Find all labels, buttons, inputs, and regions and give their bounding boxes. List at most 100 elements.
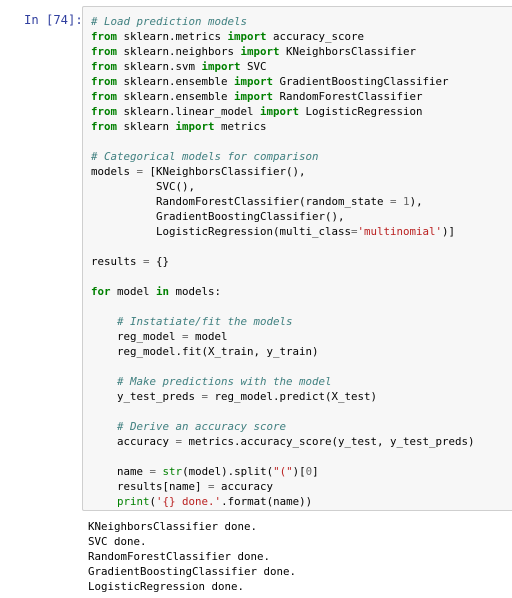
code-token xyxy=(91,315,117,328)
code-line: print('{} done.'.format(name)) xyxy=(91,494,475,509)
code-line: # Categorical models for comparison xyxy=(91,149,475,164)
code-token: # Make predictions with the model xyxy=(117,375,332,388)
code-token: [KNeighborsClassifier(), xyxy=(143,165,306,178)
code-token: str xyxy=(162,465,183,478)
code-token: = xyxy=(208,480,215,493)
code-token: import xyxy=(175,120,215,133)
code-token: RandomForestClassifier xyxy=(273,90,423,103)
code-line: for model in models: xyxy=(91,284,475,299)
code-token: sklearn.ensemble xyxy=(117,75,235,88)
code-token: RandomForestClassifier(random_state xyxy=(91,195,391,208)
code-token: accuracy xyxy=(214,480,274,493)
code-token: ( xyxy=(149,495,157,508)
code-token: for xyxy=(91,285,111,298)
code-line: name = str(model).split("(")[0] xyxy=(91,464,475,479)
code-token: ] xyxy=(312,465,319,478)
code-token: y_test_preds xyxy=(91,390,202,403)
code-token: SVC xyxy=(240,60,267,73)
code-token: = xyxy=(182,330,189,343)
code-token: metrics.accuracy_score(y_test, y_test_pr… xyxy=(182,435,475,448)
code-token: model xyxy=(188,330,228,343)
code-line: from sklearn.neighbors import KNeighbors… xyxy=(91,44,475,59)
code-token: .format(name)) xyxy=(221,495,313,508)
code-token: accuracy_score xyxy=(266,30,365,43)
code-token: "(" xyxy=(273,465,293,478)
code-token: sklearn.svm xyxy=(117,60,202,73)
code-token: results xyxy=(91,255,144,268)
code-token: from xyxy=(91,105,118,118)
code-token: from xyxy=(91,90,118,103)
code-token: = xyxy=(201,390,209,403)
code-token: accuracy xyxy=(91,435,176,448)
code-token: GradientBoostingClassifier(), xyxy=(91,210,345,223)
code-line xyxy=(91,404,475,419)
code-token: ), xyxy=(409,195,423,208)
code-token: 1 xyxy=(403,195,410,208)
code-token: in xyxy=(156,285,170,298)
code-token: name xyxy=(91,465,150,478)
code-token: # Derive an accuracy score xyxy=(117,420,287,433)
output-line: RandomForestClassifier done. xyxy=(88,550,271,563)
code-token: model xyxy=(110,285,157,298)
code-token: import xyxy=(234,75,274,88)
code-line: # Make predictions with the model xyxy=(91,374,475,389)
code-token: = xyxy=(143,255,150,268)
code-token: models: xyxy=(169,285,222,298)
code-line xyxy=(91,134,475,149)
code-token: )] xyxy=(442,225,456,238)
code-token: GradientBoostingClassifier xyxy=(273,75,449,88)
code-token: from xyxy=(91,75,118,88)
code-token xyxy=(91,420,117,433)
code-token: LogisticRegression xyxy=(299,105,423,118)
code-token: from xyxy=(91,45,118,58)
code-line: from sklearn.ensemble import GradientBoo… xyxy=(91,74,475,89)
code-token: sklearn.neighbors xyxy=(117,45,241,58)
code-token: sklearn.ensemble xyxy=(117,90,235,103)
output-line: LogisticRegression done. xyxy=(88,580,245,593)
code-token: print xyxy=(117,495,150,508)
code-line: # Derive an accuracy score xyxy=(91,419,475,434)
cell-output: KNeighborsClassifier done.SVC done.Rando… xyxy=(88,519,296,594)
code-line: from sklearn import metrics xyxy=(91,119,475,134)
code-token: LogisticRegression(multi_class xyxy=(91,225,352,238)
code-token: = xyxy=(351,225,358,238)
code-line: from sklearn.svm import SVC xyxy=(91,59,475,74)
code-token: import xyxy=(240,45,280,58)
code-token: from xyxy=(91,60,118,73)
code-token: sklearn xyxy=(117,120,176,133)
code-line: results = {} xyxy=(91,254,475,269)
code-line: reg_model = model xyxy=(91,329,475,344)
code-line: SVC(), xyxy=(91,179,475,194)
code-token: = xyxy=(175,435,183,448)
code-token: from xyxy=(91,30,118,43)
code-token: = xyxy=(136,165,144,178)
code-line: LogisticRegression(multi_class='multinom… xyxy=(91,224,475,239)
code-token: '{} done.' xyxy=(156,495,222,508)
code-line: y_test_preds = reg_model.predict(X_test) xyxy=(91,389,475,404)
code-line: from sklearn.metrics import accuracy_sco… xyxy=(91,29,475,44)
code-token: # Instatiate/fit the models xyxy=(117,315,293,328)
code-token: = xyxy=(390,195,397,208)
code-token: reg_model.predict(X_test) xyxy=(208,390,378,403)
code-token: reg_model.fit(X_train, y_train) xyxy=(91,345,319,358)
code-line: from sklearn.ensemble import RandomFores… xyxy=(91,89,475,104)
code-line: RandomForestClassifier(random_state = 1)… xyxy=(91,194,475,209)
code-token: results[name] xyxy=(91,480,209,493)
code-token: sklearn.metrics xyxy=(117,30,228,43)
code-line: # Instatiate/fit the models xyxy=(91,314,475,329)
code-line: reg_model.fit(X_train, y_train) xyxy=(91,344,475,359)
code-token: SVC(), xyxy=(91,180,196,193)
code-token xyxy=(91,375,117,388)
code-token: {} xyxy=(149,255,170,268)
code-token: import xyxy=(234,90,274,103)
code-token: = xyxy=(149,465,157,478)
code-token: import xyxy=(260,105,300,118)
code-token: (model).split( xyxy=(182,465,274,478)
code-token: models xyxy=(91,165,137,178)
code-line: from sklearn.linear_model import Logisti… xyxy=(91,104,475,119)
cell-prompt: In [74]: xyxy=(24,13,83,27)
code-token: # Categorical models for comparison xyxy=(91,150,319,163)
code-token xyxy=(91,495,117,508)
